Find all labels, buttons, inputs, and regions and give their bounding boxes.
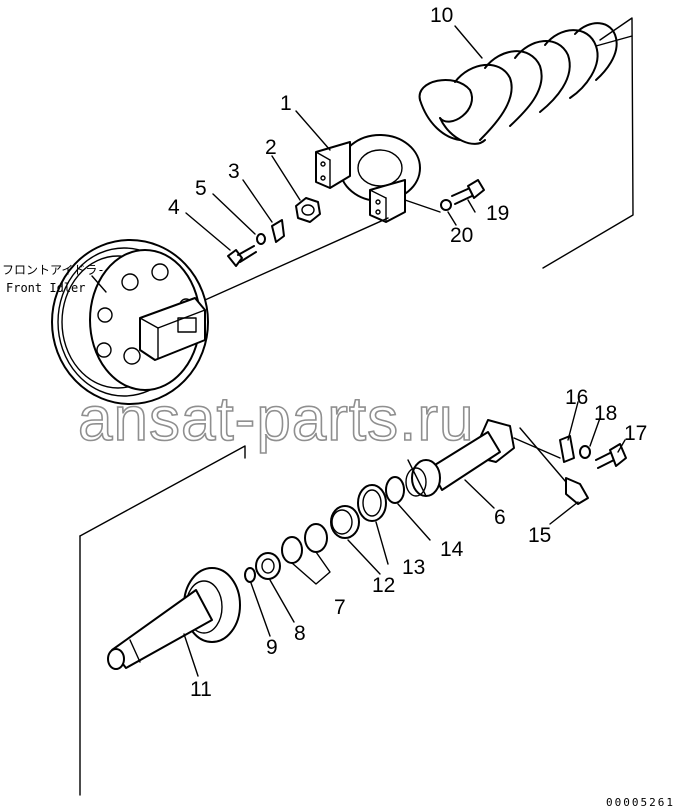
- callout-13: 13: [402, 556, 425, 579]
- watermark: ansat-parts.ru: [78, 385, 475, 454]
- callout-3: 3: [228, 160, 240, 183]
- nut: [295, 197, 321, 223]
- idler-shaft: [107, 567, 241, 670]
- callout-11: 11: [190, 678, 212, 701]
- callout-12: 12: [372, 574, 395, 597]
- callout-18: 18: [594, 402, 617, 425]
- shaft-assembly: [405, 419, 561, 497]
- frame-lines: [79, 17, 634, 796]
- drawing-code: 00005261: [606, 796, 675, 809]
- callout-7: 7: [334, 596, 346, 619]
- clip-plate: [271, 219, 285, 243]
- seal-ring: [357, 484, 387, 522]
- bolt-4: [227, 245, 257, 267]
- lock-plate: [559, 435, 575, 463]
- component-title-jp: フロントアイドラ-: [2, 263, 105, 277]
- bolt-19: [451, 179, 485, 205]
- callout-17: 17: [624, 422, 647, 445]
- callout-7-bracket: [291, 551, 331, 585]
- washer-20: [440, 199, 452, 211]
- callout-4: 4: [168, 196, 180, 219]
- callout-9: 9: [266, 636, 278, 659]
- callout-8: 8: [294, 622, 306, 645]
- bracket-assembly: [315, 134, 441, 223]
- callout-1: 1: [280, 92, 292, 115]
- grease-fitting: [519, 427, 589, 505]
- washer-18: [579, 445, 591, 459]
- washer-5: [256, 233, 266, 245]
- o-ring: [385, 476, 405, 504]
- recoil-spring: [418, 22, 633, 145]
- component-title-en: Front Idler: [6, 281, 85, 295]
- callout-5: 5: [195, 177, 207, 200]
- callout-2: 2: [265, 136, 277, 159]
- bolt-17: [595, 443, 627, 469]
- bushing-a: [304, 523, 328, 553]
- callout-16: 16: [565, 386, 588, 409]
- callout-14: 14: [440, 538, 464, 561]
- callout-20: 20: [450, 224, 473, 247]
- collar: [255, 552, 281, 580]
- snap-ring: [244, 567, 256, 583]
- leader-lines: [91, 25, 626, 677]
- front-idler-wheel: [51, 217, 389, 405]
- callout-15: 15: [528, 524, 551, 547]
- callout-numbers: 1 2 3 4 5 6 7 8 9 10 11 12 13 14 15 16 1…: [168, 4, 647, 701]
- callout-10: 10: [430, 4, 453, 27]
- bushing-b: [281, 536, 303, 564]
- callout-6: 6: [494, 506, 506, 529]
- callout-19: 19: [486, 202, 509, 225]
- floating-seal: [330, 505, 360, 539]
